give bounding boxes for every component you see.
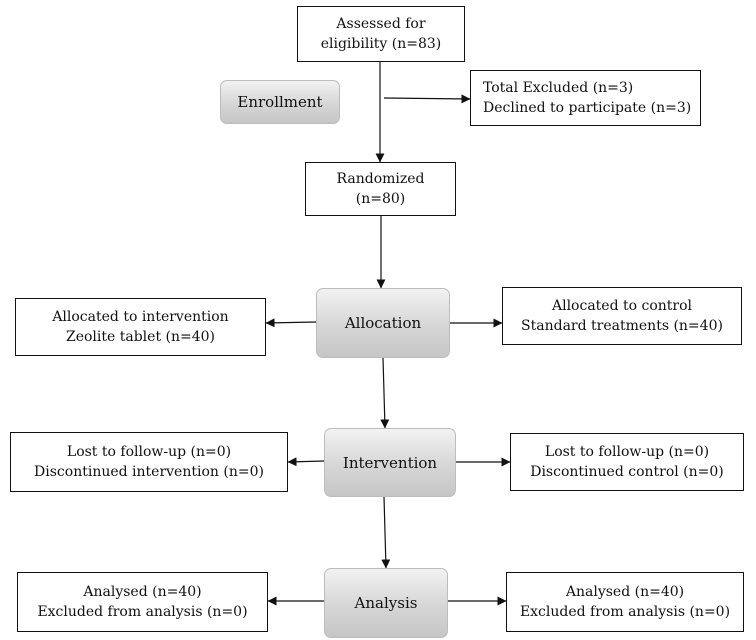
analysis-right-box: Analysed (n=40) Excluded from analysis (… (506, 572, 744, 632)
excluded-line2: Declined to participate (n=3) (483, 100, 692, 116)
analysis-left-box: Analysed (n=40) Excluded from analysis (… (17, 572, 268, 632)
arrow-to-excluded (383, 94, 471, 104)
allocation-right-line1: Allocated to control (551, 298, 693, 314)
analysis-left-line2: Excluded from analysis (n=0) (37, 604, 248, 620)
analysis-right-line1: Analysed (n=40) (565, 584, 685, 600)
arrow-allocation-to-left (265, 318, 317, 328)
followup-left-line2: Discontinued intervention (n=0) (34, 464, 264, 480)
followup-left-box: Lost to follow-up (n=0) Discontinued int… (10, 432, 288, 492)
assessed-line1: Assessed for (336, 16, 426, 32)
analysis-right-line2: Excluded from analysis (n=0) (519, 604, 731, 620)
arrow-allocation-to-intervention (380, 357, 390, 429)
allocation-left-line2: Zeolite tablet (n=40) (65, 329, 216, 345)
stage-intervention-label: Intervention (342, 453, 438, 472)
followup-right-box: Lost to follow-up (n=0) Discontinued con… (510, 433, 744, 491)
arrow-intervention-to-analysis (381, 496, 391, 569)
assessed-box: Assessed for eligibility (n=83) (297, 6, 465, 62)
excluded-box: Total Excluded (n=3) Declined to partici… (470, 70, 701, 126)
stage-allocation: Allocation (316, 288, 450, 358)
followup-right-line2: Discontinued control (n=0) (530, 464, 724, 480)
stage-enrollment: Enrollment (220, 80, 340, 124)
stage-analysis-label: Analysis (354, 594, 418, 612)
randomized-line1: Randomized (336, 171, 425, 187)
assessed-line2: eligibility (n=83) (320, 36, 442, 52)
allocation-right-line2: Standard treatments (n=40) (521, 318, 723, 334)
followup-right-line1: Lost to follow-up (n=0) (544, 444, 710, 460)
stage-enrollment-label: Enrollment (237, 93, 323, 111)
randomized-line2: (n=80) (355, 191, 406, 207)
analysis-left-line1: Analysed (n=40) (83, 584, 202, 600)
excluded-line1: Total Excluded (n=3) (483, 80, 634, 96)
allocation-right-box: Allocated to control Standard treatments… (502, 287, 742, 345)
stage-analysis: Analysis (324, 568, 448, 638)
followup-left-line1: Lost to follow-up (n=0) (66, 444, 232, 460)
stage-allocation-label: Allocation (344, 314, 422, 332)
allocation-left-line1: Allocated to intervention (52, 309, 229, 325)
allocation-left-box: Allocated to intervention Zeolite tablet… (15, 298, 266, 356)
stage-intervention: Intervention (324, 428, 456, 497)
randomized-box: Randomized (n=80) (305, 162, 456, 216)
arrow-intervention-to-left (287, 457, 325, 467)
